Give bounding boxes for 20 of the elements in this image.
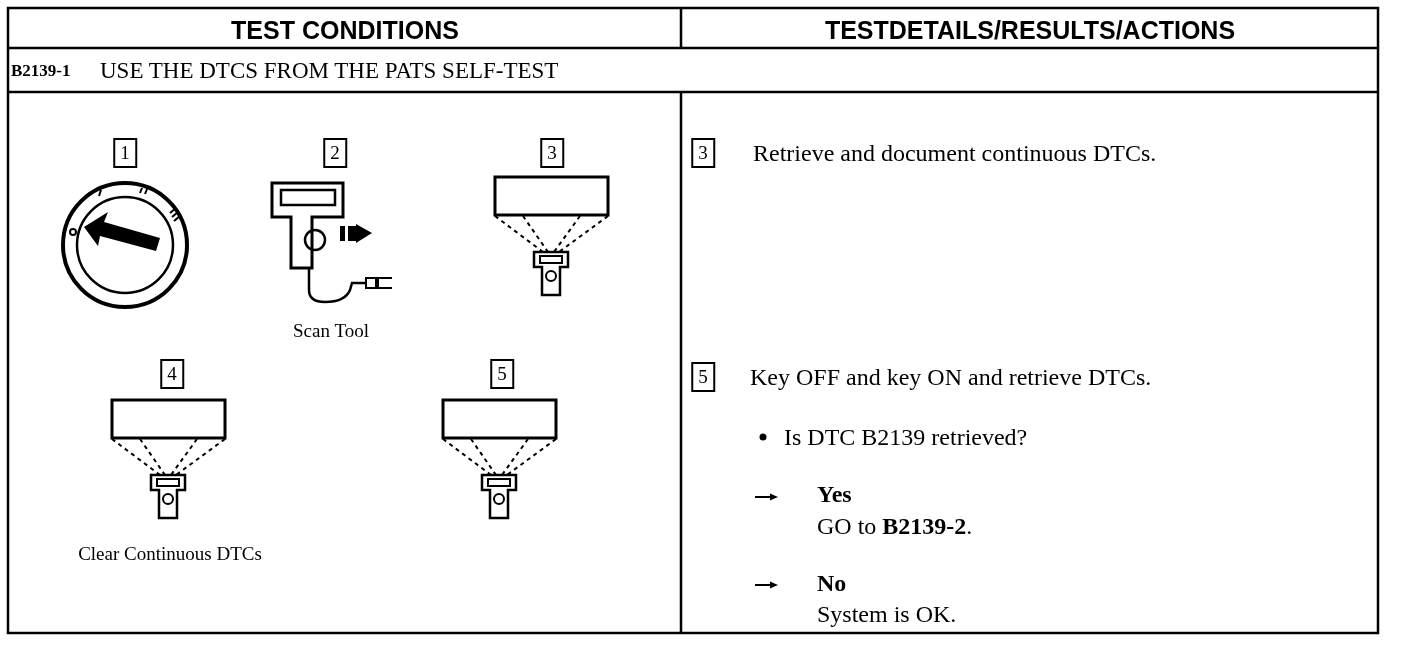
column-header: TESTDETAILS/RESULTS/ACTIONS (824, 17, 1236, 45)
caption: Clear Continuous DTCs (78, 543, 262, 565)
answer-text: No (817, 569, 847, 597)
step-number: 3 (540, 138, 564, 168)
question-text: Is DTC B2139 retrieved? (784, 423, 1028, 451)
test-step-id: B2139-1 (11, 61, 71, 81)
step-number: 1 (113, 138, 137, 168)
action-text: GO to B2139-2. (817, 512, 973, 540)
action-text: System is OK. (817, 600, 957, 628)
column-header: TEST CONDITIONS (231, 17, 459, 45)
step-number: 5 (490, 359, 514, 389)
caption: Scan Tool (293, 320, 369, 342)
step-number: 4 (160, 359, 184, 389)
step-number: 5 (691, 362, 715, 392)
instruction-text: Key OFF and key ON and retrieve DTCs. (750, 363, 1152, 391)
answer-text: Yes (817, 480, 852, 508)
step-number: 2 (323, 138, 347, 168)
instruction-text: Retrieve and document continuous DTCs. (753, 139, 1157, 167)
test-step-title: USE THE DTCS FROM THE PATS SELF-TEST (100, 58, 559, 84)
step-number: 3 (691, 138, 715, 168)
